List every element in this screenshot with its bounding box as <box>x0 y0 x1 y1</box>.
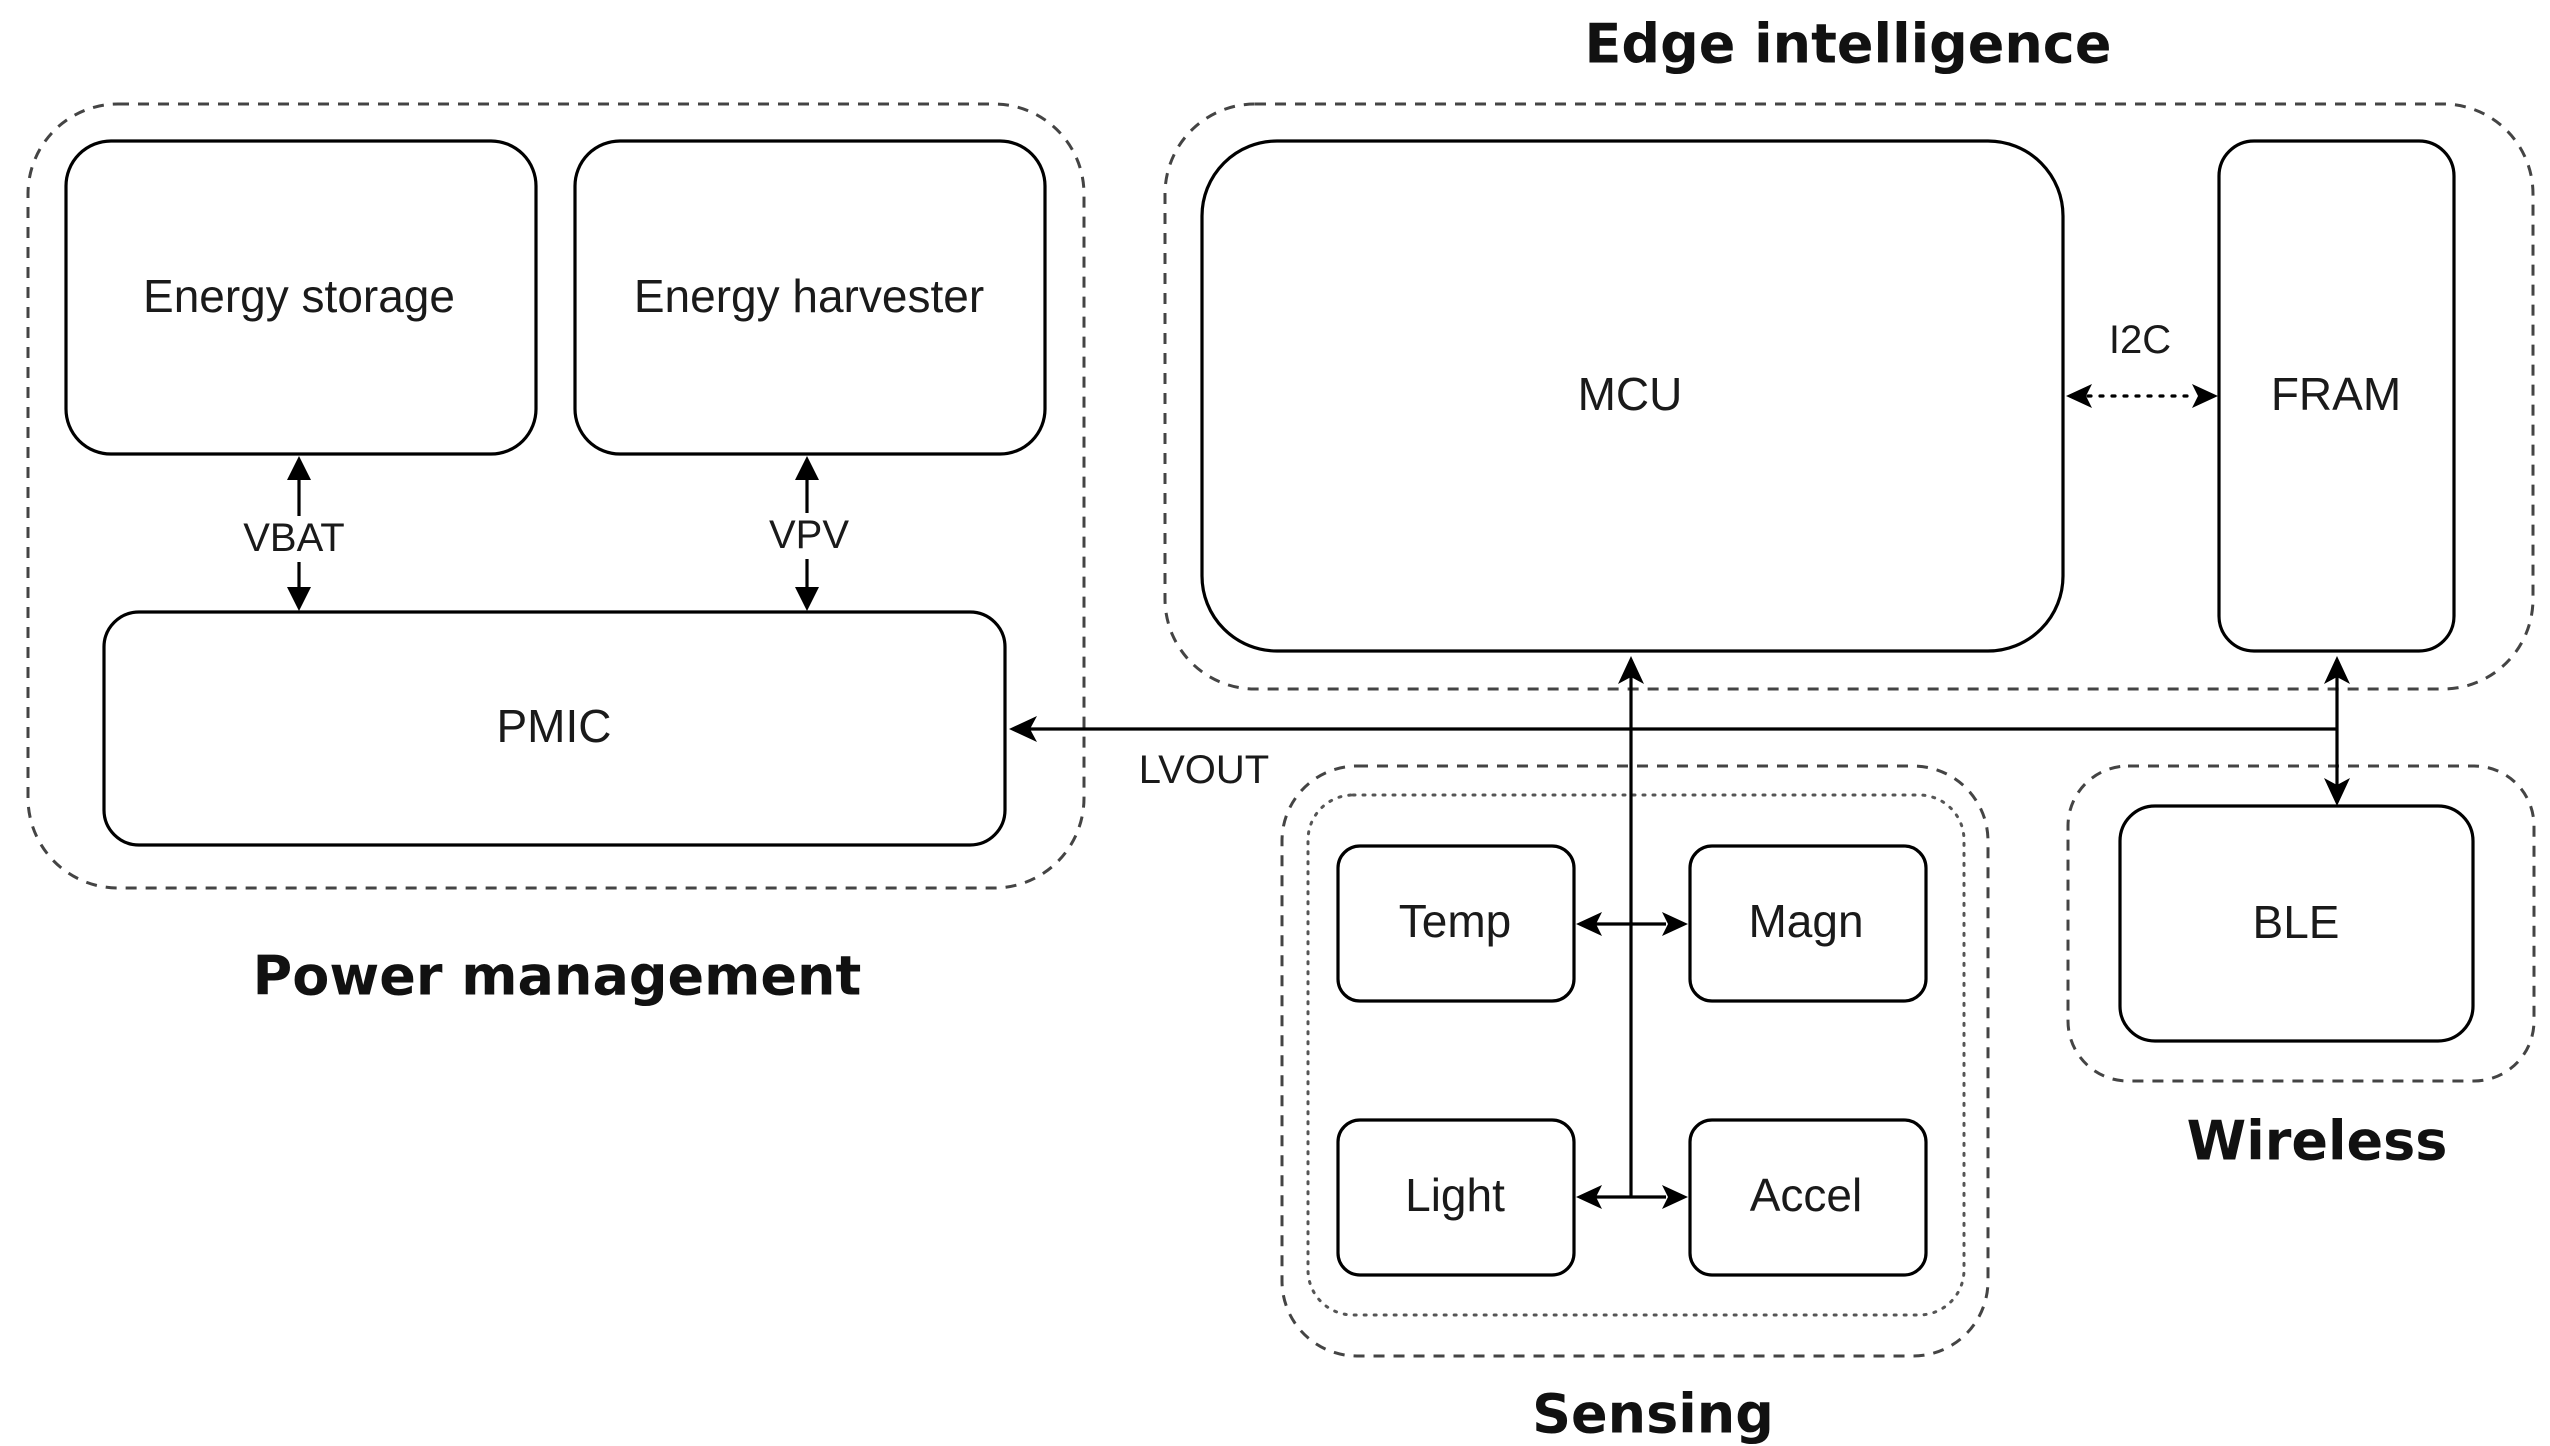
vpv-label-bg <box>760 513 856 559</box>
fram-label: FRAM <box>2271 368 2401 420</box>
lvout-arrow <box>1009 716 1037 742</box>
magn-block: Magn <box>1688 844 1928 1003</box>
energy-storage-block: Energy storage <box>64 139 538 456</box>
magn-arrow <box>1662 912 1688 936</box>
fram-block: FRAM <box>2217 139 2456 653</box>
wireless-group <box>2066 764 2536 1083</box>
mcu-label: MCU <box>1578 368 1683 420</box>
pmic-block: PMIC <box>102 610 1007 847</box>
wireless-title: Wireless <box>2187 1110 2448 1173</box>
sensing-inner-group <box>1306 793 1966 1317</box>
ble-arrow-down <box>2324 778 2350 806</box>
sensing-group <box>1280 764 1990 1358</box>
ble-label: BLE <box>2253 896 2340 948</box>
magn-label: Magn <box>1748 895 1863 947</box>
i2c-arrow-right <box>2192 384 2218 408</box>
power-management-title: Power management <box>253 945 862 1008</box>
i2c-arrow-left <box>2066 384 2092 408</box>
edge-intelligence-title: Edge intelligence <box>1585 13 2112 76</box>
energy-storage-label: Energy storage <box>143 270 455 322</box>
vbat-arrow-up <box>287 456 311 480</box>
vbat-label: VBAT <box>243 516 345 560</box>
light-label: Light <box>1405 1169 1505 1221</box>
ble-block: BLE <box>2118 804 2475 1043</box>
mcu-arrow-up <box>1618 656 1644 684</box>
vpv-arrow-up <box>795 456 819 480</box>
temp-label: Temp <box>1399 895 1511 947</box>
accel-arrow <box>1662 1185 1688 1209</box>
power-management-group <box>26 102 1086 890</box>
vbat-label-bg <box>238 516 360 562</box>
mcu-block: MCU <box>1200 139 2065 653</box>
accel-block: Accel <box>1688 1118 1928 1277</box>
temp-arrow <box>1576 912 1602 936</box>
vpv-label: VPV <box>769 513 849 557</box>
temp-block: Temp <box>1336 844 1576 1003</box>
i2c-label: I2C <box>2109 318 2171 362</box>
energy-harvester-block: Energy harvester <box>573 139 1047 456</box>
light-block: Light <box>1336 1118 1576 1277</box>
light-arrow <box>1576 1185 1602 1209</box>
lvout-label: LVOUT <box>1139 748 1269 792</box>
sensing-title: Sensing <box>1532 1383 1774 1446</box>
pmic-label: PMIC <box>497 700 612 752</box>
fram-arrow-up <box>2324 656 2350 684</box>
edge-intelligence-group <box>1163 102 2535 691</box>
energy-harvester-label: Energy harvester <box>634 270 984 322</box>
accel-label: Accel <box>1750 1169 1862 1221</box>
vpv-arrow-down <box>795 587 819 611</box>
vbat-arrow-down <box>287 587 311 611</box>
